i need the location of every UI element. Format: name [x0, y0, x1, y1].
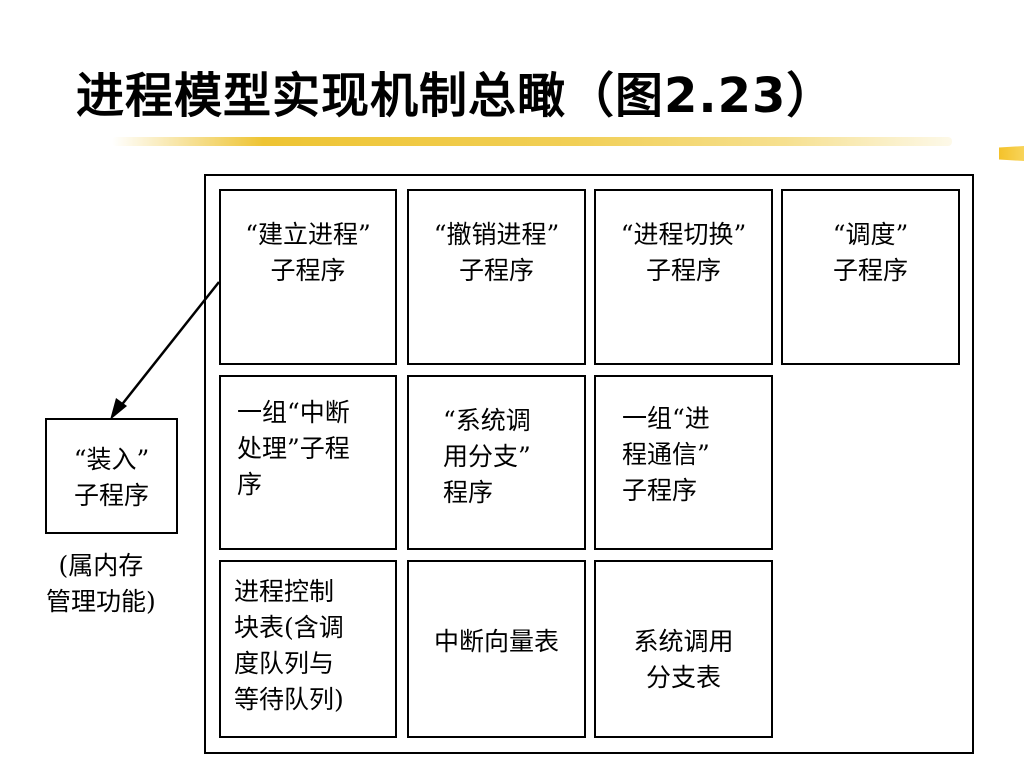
cell-switch-process: “进程切换” 子程序: [594, 189, 773, 365]
loader-arrow-line: [115, 281, 220, 413]
slide-title: 进程模型实现机制总瞰（图2.23）: [76, 68, 836, 124]
loader-arrow-head: [110, 398, 127, 420]
cell-syscall-table-text: 系统调用 分支表: [633, 627, 734, 692]
cell-revoke-process: “撤销进程” 子程序: [407, 189, 586, 365]
cell-syscall-branch: “系统调 用分支” 程序: [407, 375, 586, 550]
cell-interrupt-vector: 中断向量表: [407, 560, 586, 738]
cell-build-process-text: “建立进程” 子程序: [245, 220, 371, 285]
cell-ipc: 一组“进 程通信” 子程序: [594, 375, 773, 550]
cell-ipc-text: 一组“进 程通信” 子程序: [622, 404, 710, 505]
process-mechanism-frame: [204, 174, 974, 754]
cell-schedule-text: “调度” 子程序: [832, 220, 909, 285]
cell-interrupt-vector-text: 中断向量表: [433, 627, 559, 656]
cell-syscall-table: 系统调用 分支表: [594, 560, 773, 738]
cell-syscall-branch-text: “系统调 用分支” 程序: [443, 406, 531, 507]
loader-box: “装入” 子程序: [45, 418, 178, 534]
cell-interrupt-handlers-text: 一组“中断 处理”子程 序: [237, 398, 350, 499]
cell-build-process: “建立进程” 子程序: [219, 189, 397, 365]
cell-revoke-process-text: “撤销进程” 子程序: [433, 220, 560, 285]
cell-interrupt-handlers: 一组“中断 处理”子程 序: [219, 375, 397, 550]
loader-box-text: “装入” 子程序: [73, 445, 150, 510]
cell-switch-process-text: “进程切换” 子程序: [620, 220, 747, 285]
cell-pcb-table-text: 进程控制 块表(含调 度队列与 等待队列): [234, 577, 344, 714]
loader-note: (属内存 管理功能): [46, 551, 156, 616]
cell-schedule: “调度” 子程序: [781, 189, 960, 365]
title-underline-tip: [999, 146, 1024, 161]
title-underline: [112, 137, 952, 146]
cell-pcb-table: 进程控制 块表(含调 度队列与 等待队列): [219, 560, 397, 738]
